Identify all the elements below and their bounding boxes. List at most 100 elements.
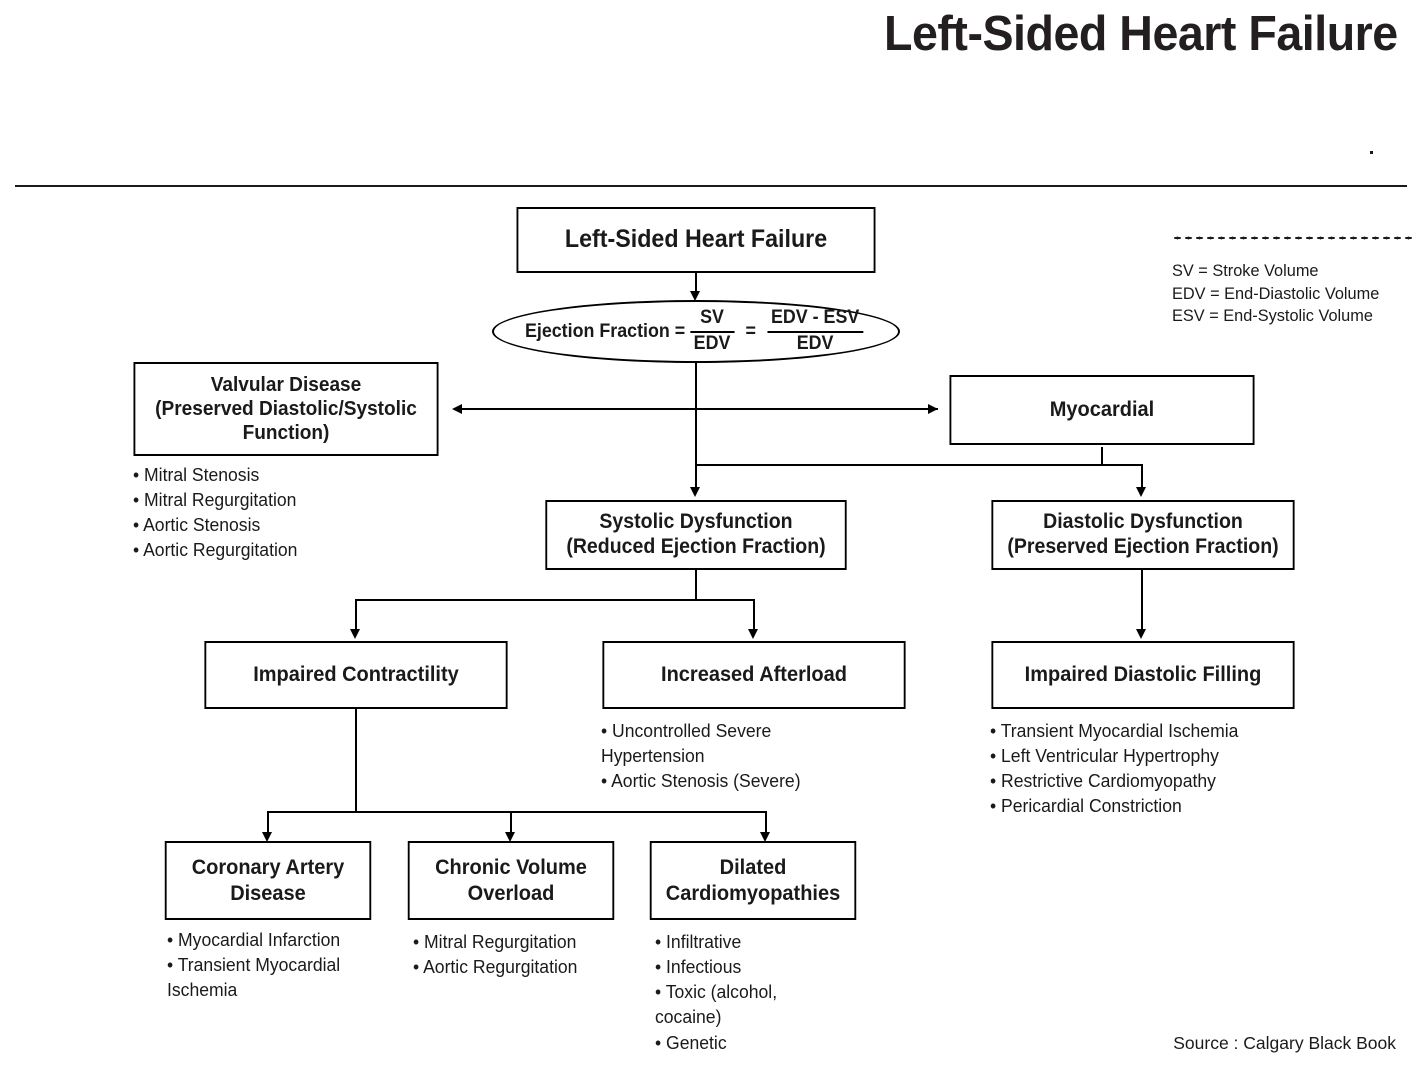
formula-frac1-bar bbox=[689, 330, 734, 333]
formula-equals: = bbox=[745, 320, 756, 342]
list-item: • Transient Myocardial Ischemia bbox=[990, 720, 1239, 741]
arrowhead-impaired-filling bbox=[1136, 629, 1146, 639]
list-item: • Mitral Regurgitation bbox=[133, 489, 297, 511]
list-item: • Aortic Stenosis (Severe) bbox=[601, 770, 801, 792]
connector-ellipse-down bbox=[695, 363, 697, 465]
list-item: • Restrictive Cardiomyopathy bbox=[990, 770, 1216, 792]
formula-frac2-denominator: EDV bbox=[796, 333, 834, 354]
arrowhead-ellipse bbox=[690, 291, 700, 301]
legend-abbreviations: SV = Stroke Volume EDV = End-Diastolic V… bbox=[1172, 260, 1379, 328]
node-valvular-line3: Function) bbox=[242, 420, 330, 444]
arrowhead-myocardial bbox=[928, 403, 938, 414]
node-root-line1: Left-Sided Heart Failure bbox=[564, 225, 828, 254]
node-coronary-line2: Disease bbox=[230, 880, 306, 905]
list-item: • Pericardial Constriction bbox=[990, 795, 1182, 817]
list-item: Ischemia bbox=[167, 979, 238, 1001]
formula-frac2-numerator: EDV - ESV bbox=[770, 307, 859, 329]
formula-label: Ejection Fraction = bbox=[524, 320, 685, 342]
arrowhead-diastolic bbox=[1136, 487, 1146, 497]
legend-item-edv: EDV = End-Diastolic Volume bbox=[1172, 283, 1380, 303]
header-divider bbox=[15, 185, 1407, 187]
ejection-fraction-formula: Ejection Fraction = SV EDV = EDV - ESV E… bbox=[525, 308, 868, 354]
list-item: • Aortic Regurgitation bbox=[133, 539, 298, 561]
node-dilated-line2: Cardiomyopathies bbox=[665, 880, 841, 905]
list-item: • Mitral Stenosis bbox=[133, 464, 260, 485]
formula-fraction-edv-esv: EDV - ESV EDV bbox=[766, 307, 863, 354]
list-item: • Toxic (alcohol, bbox=[655, 981, 778, 1003]
arrowhead-chronic-volume-overload bbox=[505, 832, 515, 842]
list-item: • Infiltrative bbox=[655, 931, 742, 952]
connector-systolic-down bbox=[695, 570, 697, 600]
node-coronary-line1: Coronary Artery bbox=[191, 855, 345, 880]
connector-to-impaired-contractility bbox=[355, 599, 357, 631]
legend-dotted-divider bbox=[1172, 236, 1416, 240]
bullets-dilated-cardiomyopathies: • Infiltrative • Infectious • Toxic (alc… bbox=[655, 929, 855, 1055]
node-impaired-diastolic-filling[interactable]: Impaired Diastolic Filling bbox=[991, 641, 1295, 709]
list-item: • Mitral Regurgitation bbox=[413, 931, 577, 952]
connector-valvular-myocardial bbox=[462, 408, 938, 410]
connector-myocardial-down bbox=[1101, 447, 1103, 465]
connector-root-to-ellipse bbox=[695, 273, 697, 294]
legend-item-sv: SV = Stroke Volume bbox=[1172, 261, 1319, 280]
formula-frac1-numerator: SV bbox=[699, 307, 724, 329]
bullets-impaired-diastolic-filling: • Transient Myocardial Ischemia • Left V… bbox=[990, 718, 1304, 819]
node-increased-afterload[interactable]: Increased Afterload bbox=[602, 641, 906, 709]
legend-item-esv: ESV = End-Systolic Volume bbox=[1172, 306, 1373, 326]
arrowhead-valvular bbox=[452, 403, 462, 414]
node-ejection-fraction-formula[interactable]: Ejection Fraction = SV EDV = EDV - ESV E… bbox=[492, 300, 900, 363]
node-systolic-dysfunction[interactable]: Systolic Dysfunction (Reduced Ejection F… bbox=[545, 500, 847, 570]
header-dot-mark bbox=[1370, 151, 1373, 154]
list-item: Hypertension bbox=[601, 745, 705, 767]
bullets-valvular-disease: • Mitral Stenosis • Mitral Regurgitation… bbox=[133, 462, 437, 563]
list-item: • Transient Myocardial bbox=[167, 954, 341, 976]
node-dilated-line1: Dilated bbox=[719, 855, 787, 880]
connector-to-chronic-volume-overload bbox=[510, 811, 512, 835]
node-chronic-volume-line2: Overload bbox=[467, 880, 555, 905]
node-impaired-contractility-line1: Impaired Contractility bbox=[253, 662, 459, 687]
formula-fraction-sv-edv: SV EDV bbox=[689, 307, 734, 354]
page-title: Left-Sided Heart Failure bbox=[884, 7, 1398, 61]
connector-to-dilated-cardiomyopathies bbox=[765, 811, 767, 835]
list-item: • Uncontrolled Severe bbox=[601, 720, 772, 741]
bullets-increased-afterload: • Uncontrolled Severe Hypertension • Aor… bbox=[601, 718, 886, 793]
list-item: • Myocardial Infarction bbox=[167, 929, 341, 950]
connector-split-bar-myocardial bbox=[695, 464, 1103, 466]
connector-split-bar-contractility bbox=[267, 811, 767, 813]
formula-frac1-denominator: EDV bbox=[693, 333, 731, 354]
list-item: • Infectious bbox=[655, 956, 742, 978]
node-valvular-line2: (Preserved Diastolic/Systolic bbox=[155, 397, 417, 420]
source-attribution: Source : Calgary Black Book bbox=[1173, 1033, 1396, 1053]
node-diastolic-line1: Diastolic Dysfunction bbox=[1043, 510, 1243, 534]
connector-split-bar-systolic bbox=[355, 599, 755, 601]
arrowhead-impaired-contractility bbox=[350, 629, 360, 639]
node-impaired-contractility[interactable]: Impaired Contractility bbox=[204, 641, 508, 709]
node-left-sided-heart-failure[interactable]: Left-Sided Heart Failure bbox=[516, 207, 876, 273]
arrowhead-increased-afterload bbox=[748, 629, 758, 639]
list-item: • Genetic bbox=[655, 1031, 727, 1053]
node-myocardial-line1: Myocardial bbox=[1049, 397, 1155, 422]
node-coronary-artery-disease[interactable]: Coronary Artery Disease bbox=[164, 841, 372, 920]
bullets-chronic-volume-overload: • Mitral Regurgitation • Aortic Regurgit… bbox=[413, 929, 627, 979]
node-systolic-line2: (Reduced Ejection Fraction) bbox=[566, 535, 826, 558]
node-diastolic-line2: (Preserved Ejection Fraction) bbox=[1007, 535, 1279, 558]
node-diastolic-dysfunction[interactable]: Diastolic Dysfunction (Preserved Ejectio… bbox=[991, 500, 1295, 570]
node-myocardial[interactable]: Myocardial bbox=[949, 375, 1255, 445]
node-chronic-volume-line1: Chronic Volume bbox=[435, 855, 587, 880]
node-increased-afterload-line1: Increased Afterload bbox=[661, 662, 847, 687]
connector-to-systolic bbox=[695, 464, 697, 490]
list-item: • Left Ventricular Hypertrophy bbox=[990, 745, 1219, 767]
connector-to-coronary-artery-disease bbox=[267, 811, 269, 835]
bullets-coronary-artery-disease: • Myocardial Infarction • Transient Myoc… bbox=[167, 927, 381, 1002]
connector-contractility-down bbox=[355, 709, 357, 812]
connector-diastolic-to-filling bbox=[1141, 570, 1143, 630]
arrowhead-coronary-artery-disease bbox=[262, 832, 272, 842]
list-item: • Aortic Stenosis bbox=[133, 514, 261, 536]
connector-split-bar-right bbox=[1101, 464, 1143, 466]
connector-to-increased-afterload bbox=[753, 599, 755, 631]
node-dilated-cardiomyopathies[interactable]: Dilated Cardiomyopathies bbox=[649, 841, 857, 920]
node-valvular-disease[interactable]: Valvular Disease (Preserved Diastolic/Sy… bbox=[133, 362, 439, 456]
node-chronic-volume-overload[interactable]: Chronic Volume Overload bbox=[407, 841, 615, 920]
node-impaired-filling-line1: Impaired Diastolic Filling bbox=[1024, 662, 1262, 687]
connector-to-diastolic bbox=[1141, 464, 1143, 490]
formula-frac2-bar bbox=[766, 330, 863, 333]
